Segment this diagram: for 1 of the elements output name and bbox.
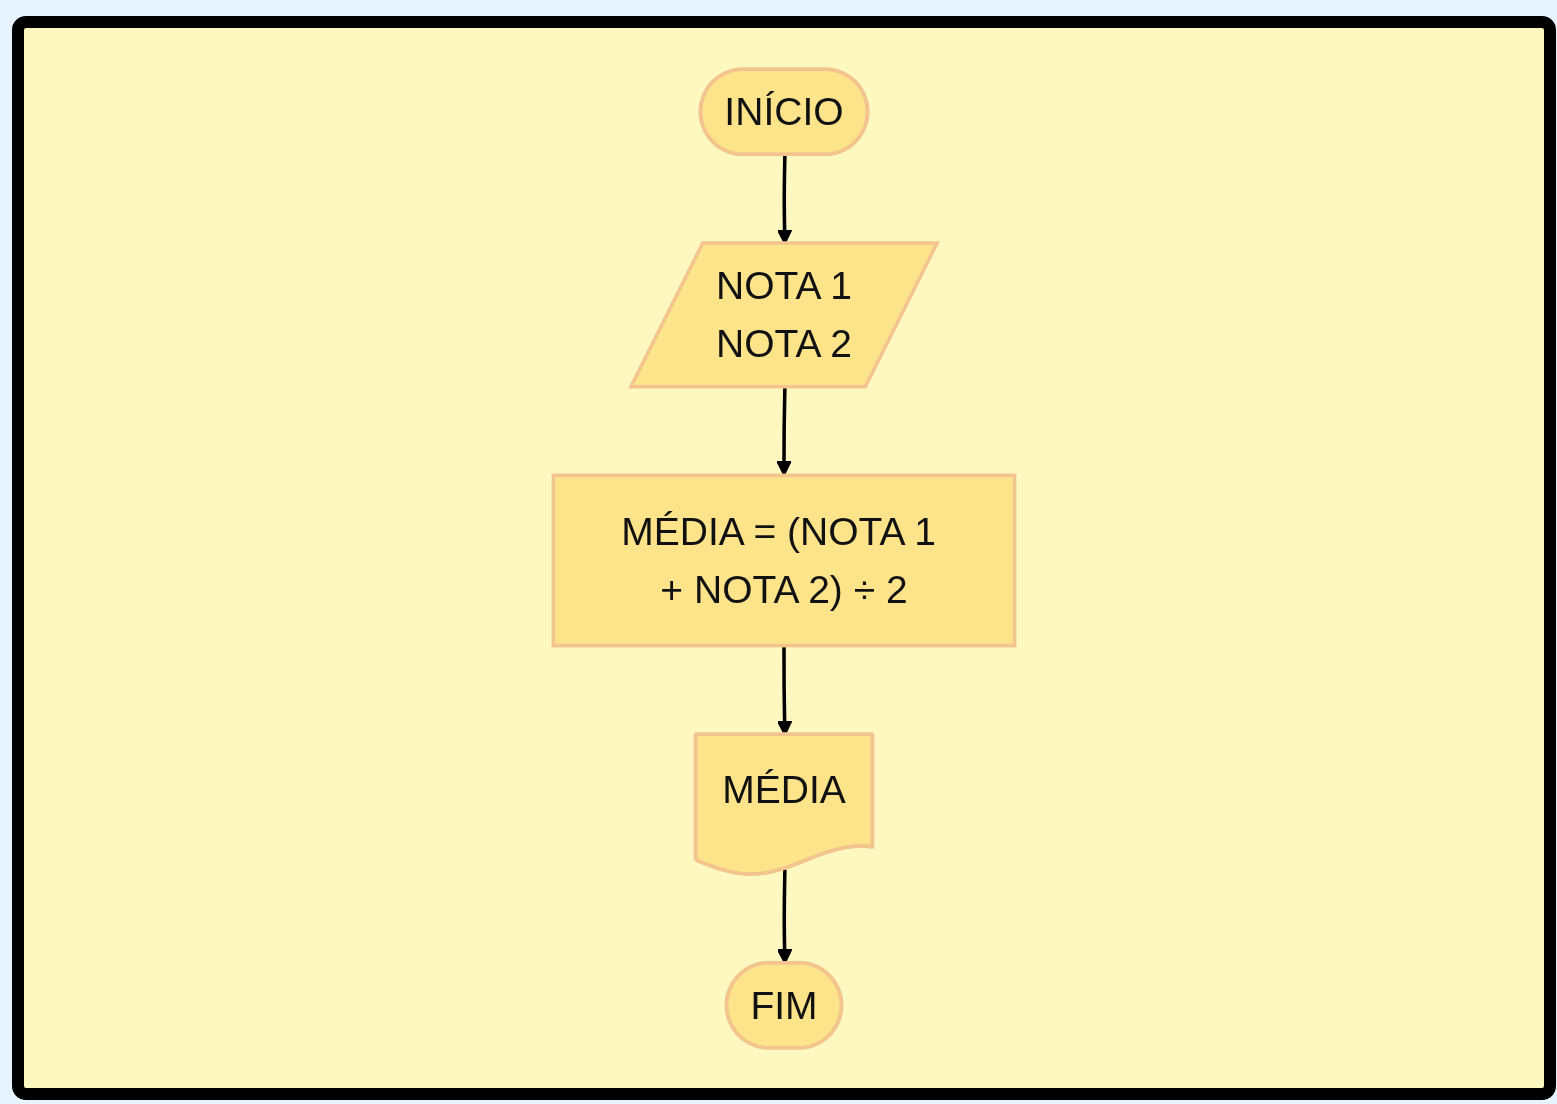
node-box: MÉDIA = (NOTA 1 + NOTA 2) ÷ 2 bbox=[551, 473, 1017, 647]
